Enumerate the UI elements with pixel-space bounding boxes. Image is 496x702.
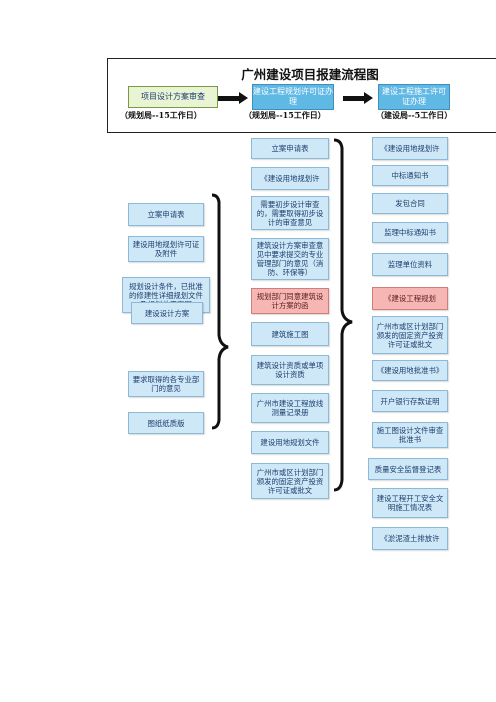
right-item: 《建设用地规划许 — [372, 137, 448, 160]
stage-planning-permit: 建设工程规划许可证办理 — [252, 84, 334, 110]
stage-construction-permit: 建设工程施工许可证办理 — [378, 84, 450, 110]
middle-item: 建筑设计资质或单项设计资质 — [251, 355, 329, 385]
right-item-highlight: 《建设工程规划 — [372, 287, 448, 310]
right-item: 《建设用地批准书》 — [372, 360, 448, 381]
left-item: 立案申请表 — [128, 203, 204, 226]
middle-item-highlight: 规划部门同意建筑设计方案的函 — [251, 288, 329, 314]
left-item: 建设用地规划许可证及附件 — [128, 236, 204, 262]
header-frame — [107, 58, 496, 133]
middle-item: 建筑施工图 — [251, 322, 329, 346]
flow-arrow — [218, 92, 248, 104]
right-item: 开户银行存款证明 — [372, 390, 448, 412]
right-item: 建设工程开工安全文明施工情况表 — [372, 488, 448, 518]
middle-item: 建筑设计方案审查意见中要求提交的专业管理部门的意见（消防、环保等） — [251, 238, 329, 280]
middle-item: 广州市或区计划部门颁发的固定资产投资许可证或批文 — [251, 463, 329, 499]
left-item: 建设设计方案 — [131, 302, 203, 324]
middle-item: 立案申请表 — [251, 138, 329, 159]
right-item: 发包合同 — [372, 193, 448, 214]
page-title: 广州建设项目报建流程图 — [241, 67, 379, 82]
right-item: 中标通知书 — [372, 165, 448, 186]
middle-item: 建设用地规划文件 — [251, 431, 329, 454]
stage-label: 项目设计方案审查 — [141, 92, 205, 101]
stage-label: 建设工程施工许可证办理 — [382, 87, 446, 106]
right-item: 施工图设计文件审查批准书 — [372, 422, 448, 448]
middle-item: 广州市建设工程放线测量记录册 — [251, 393, 329, 423]
stage-note: （规划局--15工作日） — [244, 110, 326, 120]
right-item: 监理中标通知书 — [372, 222, 448, 243]
middle-item: 《建设用地规划许 — [251, 167, 329, 190]
stage-design-review: 项目设计方案审查 — [128, 86, 218, 108]
right-item: 质量安全监督登记表 — [368, 458, 448, 480]
flow-arrow — [343, 92, 373, 104]
middle-item: 需要初步设计审查的，需要取得初步设计的审查意见 — [251, 196, 329, 230]
right-item: 监理单位资料 — [372, 253, 448, 276]
left-item: 要求取得的各专业部门的意见 — [128, 371, 204, 397]
left-item: 图纸纸质版 — [128, 412, 204, 434]
stage-note: （规划局--15工作日） — [120, 110, 202, 120]
stage-label: 建设工程规划许可证办理 — [253, 87, 333, 106]
stage-note: （建设局--5工作日） — [376, 110, 453, 120]
right-item: 广州市或区计划部门颁发的固定资产投资许可证或批文 — [372, 316, 448, 354]
right-item: 《淤泥渣土排放许 — [372, 527, 448, 550]
